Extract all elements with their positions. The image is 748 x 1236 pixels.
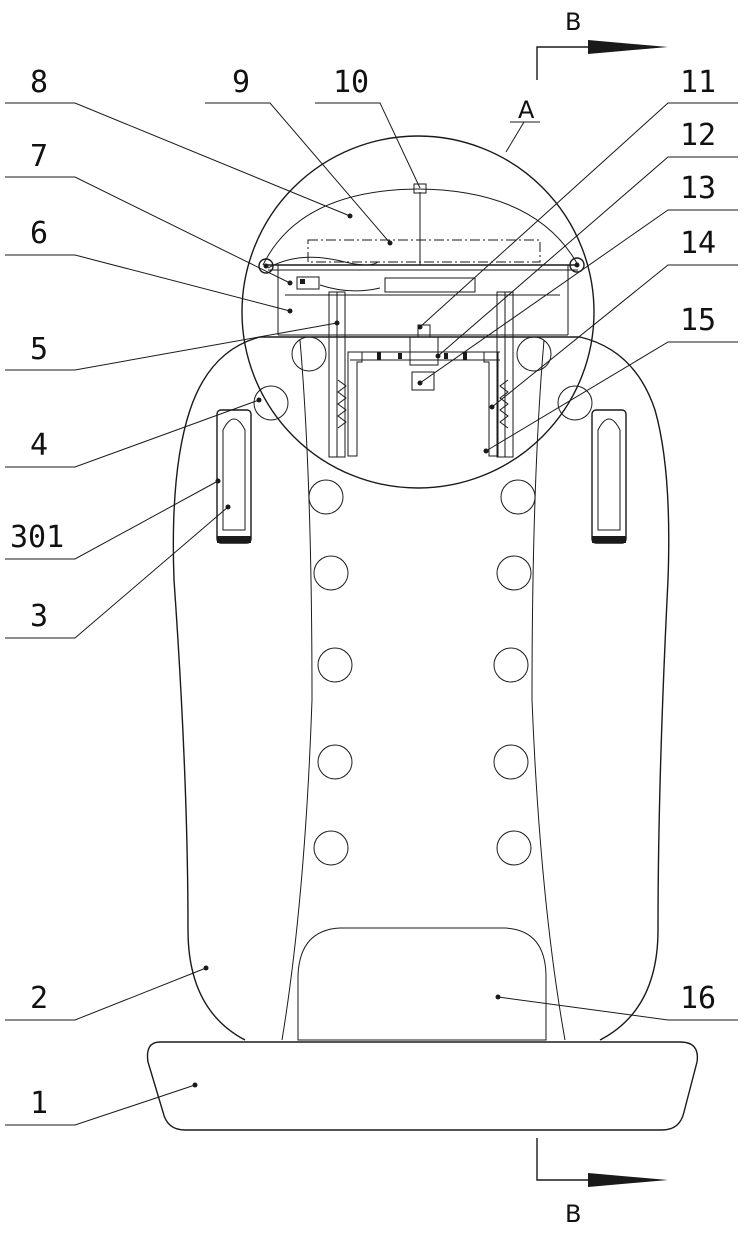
label-7: 7 xyxy=(30,139,48,174)
label-15: 15 xyxy=(680,303,716,338)
side-handle-right xyxy=(592,410,626,543)
label-13: 13 xyxy=(680,171,716,206)
backrest-outer xyxy=(173,337,668,1040)
leader-dots xyxy=(193,214,501,1088)
label-1: 1 xyxy=(30,1086,48,1121)
section-arrow-top: B xyxy=(537,8,668,80)
detail-label-a: A xyxy=(518,96,535,124)
label-3: 3 xyxy=(30,599,48,634)
massage-balls xyxy=(254,337,592,865)
label-2: 2 xyxy=(30,981,48,1016)
label-4: 4 xyxy=(30,428,48,463)
upper-plate xyxy=(308,240,540,262)
side-handle-left xyxy=(217,410,251,543)
label-301: 301 xyxy=(10,520,64,555)
label-12: 12 xyxy=(680,118,716,153)
label-5: 5 xyxy=(30,332,48,367)
label-9: 9 xyxy=(232,65,250,100)
label-8: 8 xyxy=(30,65,48,100)
label-14: 14 xyxy=(680,226,716,261)
label-16: 16 xyxy=(680,981,716,1016)
lumbar-pad xyxy=(298,928,546,1040)
label-11: 11 xyxy=(680,65,716,100)
leader-lines xyxy=(5,103,738,1125)
backrest-inner-left xyxy=(282,340,312,1040)
backrest-inner-right xyxy=(532,340,565,1040)
section-arrow-bottom: B xyxy=(537,1138,668,1228)
label-6: 6 xyxy=(30,216,48,251)
lifting-arm-left xyxy=(338,352,362,456)
label-10: 10 xyxy=(333,65,369,100)
section-label-top: B xyxy=(565,8,581,36)
section-label-bottom: B xyxy=(565,1200,581,1228)
seat-base xyxy=(148,1042,698,1130)
top-rod xyxy=(414,184,426,265)
